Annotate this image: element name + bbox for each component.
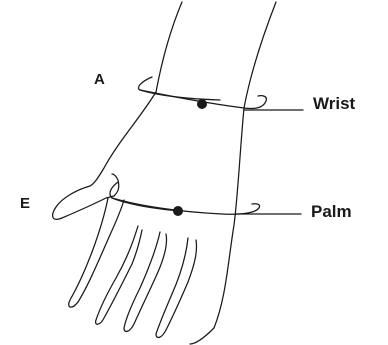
wrist-loop-back (139, 77, 221, 100)
palm-loop-front (112, 198, 260, 214)
forearm-right-edge (244, 2, 276, 108)
wrist-point-marker (197, 99, 207, 109)
point-e-label: E (20, 196, 30, 211)
hand-left-edge (90, 92, 156, 186)
palm-label: Palm (311, 203, 352, 220)
finger-index-outline (69, 198, 124, 307)
finger-pinky-outline (156, 238, 197, 337)
hand-right-edge (190, 108, 244, 344)
wrist-label: Wrist (313, 95, 355, 112)
thumb-outline (53, 174, 119, 219)
palm-point-marker (173, 206, 183, 216)
palm-loop-back (110, 182, 180, 211)
forearm-left-edge (156, 2, 182, 92)
point-a-label: A (94, 72, 105, 87)
finger-middle-outline (96, 226, 142, 324)
